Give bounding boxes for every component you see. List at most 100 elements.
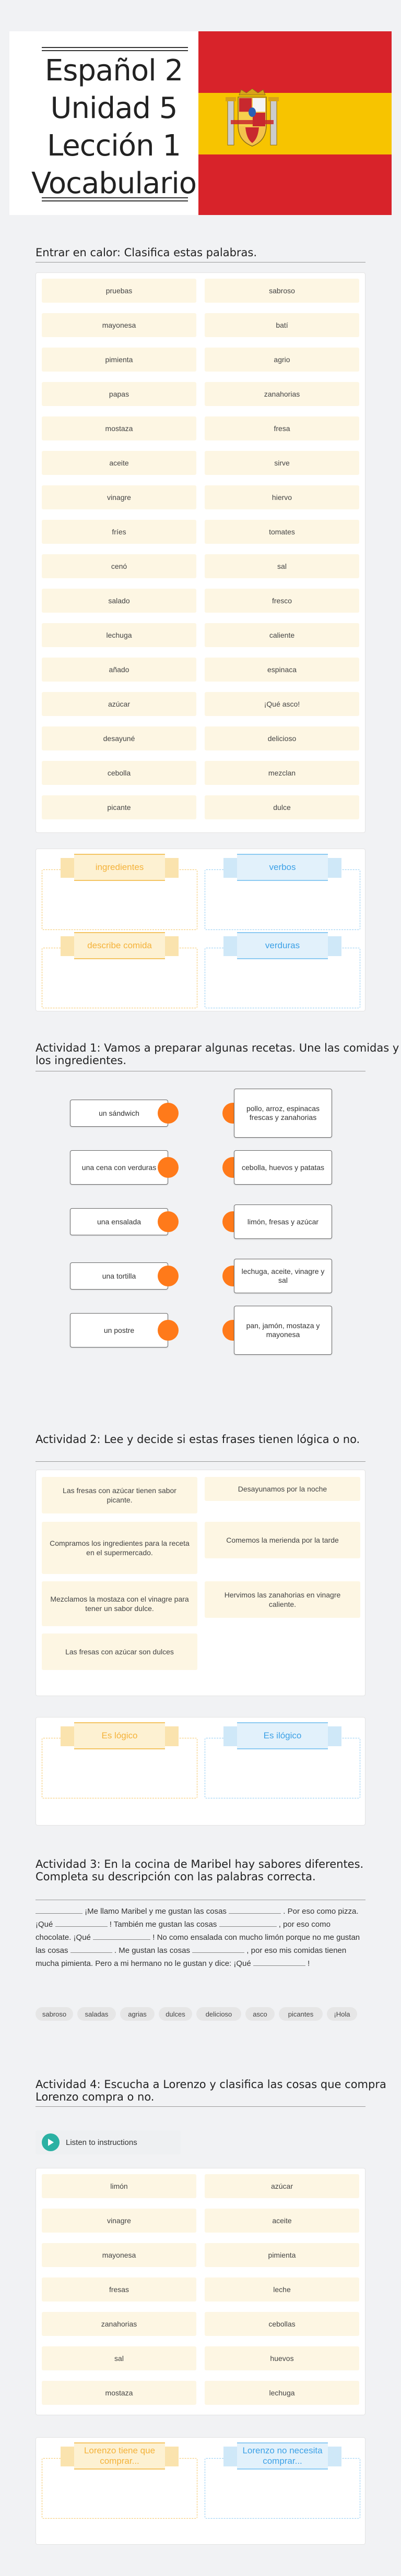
word-chip[interactable]: azúcar — [42, 692, 196, 716]
section-divider — [36, 2106, 365, 2107]
word-chip[interactable]: mostaza — [42, 416, 196, 440]
word-chip[interactable]: pimienta — [42, 348, 196, 372]
match-item-left[interactable]: un postre — [70, 1313, 168, 1347]
listen-label: Listen to instructions — [66, 2138, 137, 2147]
blank-input[interactable] — [70, 1945, 112, 1953]
word-chip[interactable]: desayuné — [42, 726, 196, 750]
title-bottom-rule-2 — [42, 200, 188, 201]
match-item-right[interactable]: lechuga, aceite, vinagre y sal — [234, 1259, 332, 1293]
connector-dot[interactable] — [158, 1103, 179, 1124]
word-option-pill[interactable]: dulces — [159, 2007, 192, 2021]
blank-input[interactable] — [253, 1958, 305, 1966]
word-chip[interactable]: cebollas — [205, 2312, 359, 2336]
word-chip[interactable]: mayonesa — [42, 2243, 196, 2267]
match-item-left[interactable]: un sándwich — [70, 1100, 168, 1127]
blank-input[interactable] — [55, 1919, 108, 1927]
word-chip[interactable]: zanahorias — [42, 2312, 196, 2336]
sentence-chip[interactable]: Las fresas con azúcar tienen sabor pican… — [42, 1477, 197, 1513]
category-label: Es ilógico — [237, 1722, 328, 1749]
word-chip[interactable]: mezclan — [205, 761, 359, 785]
match-item-right[interactable]: cebolla, huevos y patatas — [234, 1150, 332, 1185]
match-item-right[interactable]: pollo, arroz, espinacas frescas y zanaho… — [234, 1089, 332, 1138]
category-label: verduras — [237, 932, 328, 959]
word-chip[interactable]: fríes — [42, 520, 196, 544]
word-chip[interactable]: pruebas — [42, 279, 196, 303]
sentence-chip[interactable]: Comemos la merienda por la tarde — [205, 1522, 360, 1558]
word-chip[interactable]: fresa — [205, 416, 359, 440]
sentence-chip[interactable]: Las fresas con azúcar son dulces — [42, 1633, 197, 1670]
match-item-left[interactable]: una cena con verduras — [70, 1150, 168, 1185]
match-item-right[interactable]: pan, jamón, mostaza y mayonesa — [234, 1306, 332, 1355]
section-title-activity-2: Actividad 2: Lee y decide si estas frase… — [36, 1433, 360, 1446]
word-chip[interactable]: hiervo — [205, 485, 359, 509]
word-chip[interactable]: mayonesa — [42, 313, 196, 337]
word-chip[interactable]: sirve — [205, 451, 359, 475]
blank-input[interactable] — [219, 1919, 277, 1927]
word-option-pill[interactable]: asco — [245, 2007, 275, 2021]
title-card: Español 2 Unidad 5 Lección 1 Vocabulario — [9, 31, 392, 215]
word-chip[interactable]: fresas — [42, 2277, 196, 2301]
blank-input[interactable] — [192, 1945, 245, 1953]
sentence-chip[interactable]: Desayunamos por la noche — [205, 1477, 360, 1501]
section-title-warmup: Entrar en calor: Clasifica estas palabra… — [36, 246, 257, 259]
sentence-chip[interactable]: Hervimos las zanahorias en vinagre calie… — [205, 1581, 360, 1618]
word-option-pill[interactable]: delicioso — [196, 2007, 241, 2021]
word-option-pill[interactable]: agrias — [120, 2007, 155, 2021]
connector-dot[interactable] — [158, 1320, 179, 1341]
word-chip[interactable]: sal — [205, 554, 359, 578]
play-icon[interactable] — [42, 2133, 60, 2151]
word-option-pill[interactable]: sabroso — [36, 2007, 73, 2021]
connector-dot[interactable] — [158, 1266, 179, 1286]
word-chip[interactable]: tomates — [205, 520, 359, 544]
blank-input[interactable] — [36, 1906, 82, 1914]
word-chip[interactable]: sal — [42, 2346, 196, 2370]
connector-dot[interactable] — [158, 1157, 179, 1178]
word-option-pill[interactable]: saladas — [77, 2007, 116, 2021]
word-chip[interactable]: cenó — [42, 554, 196, 578]
page-title: Español 2 Unidad 5 Lección 1 Vocabulario — [31, 54, 197, 200]
word-chip[interactable]: batí — [205, 313, 359, 337]
word-chip[interactable]: sabroso — [205, 279, 359, 303]
connector-dot[interactable] — [158, 1211, 179, 1232]
sentence-chip[interactable]: Mezclamos la mostaza con el vinagre para… — [42, 1581, 197, 1626]
blank-input[interactable] — [93, 1932, 151, 1940]
section-divider — [36, 1461, 365, 1462]
word-chip[interactable]: caliente — [205, 623, 359, 647]
word-chip[interactable]: espinaca — [205, 658, 359, 682]
coat-of-arms-icon — [226, 89, 279, 147]
word-chip[interactable]: aceite — [205, 2209, 359, 2233]
word-chip[interactable]: azúcar — [205, 2174, 359, 2198]
word-option-pill[interactable]: picantes — [279, 2007, 323, 2021]
word-chip[interactable]: delicioso — [205, 726, 359, 750]
listen-instructions-button[interactable]: Listen to instructions — [36, 2130, 181, 2154]
match-item-left[interactable]: una tortilla — [70, 1262, 168, 1290]
word-chip[interactable]: salado — [42, 589, 196, 613]
word-chip[interactable]: leche — [205, 2277, 359, 2301]
word-chip[interactable]: lechuga — [42, 623, 196, 647]
word-chip[interactable]: agrio — [205, 348, 359, 372]
word-chip[interactable]: limón — [42, 2174, 196, 2198]
word-chip[interactable]: cebolla — [42, 761, 196, 785]
word-chip[interactable]: zanahorias — [205, 382, 359, 406]
word-chip[interactable]: lechuga — [205, 2381, 359, 2405]
category-label: Es lógico — [74, 1722, 165, 1749]
fill-in-paragraph: ¡Me llamo Maribel y me gustan las cosas … — [36, 1906, 360, 1968]
word-chip[interactable]: mostaza — [42, 2381, 196, 2405]
word-chip[interactable]: ¡Qué asco! — [205, 692, 359, 716]
blank-input[interactable] — [229, 1906, 281, 1914]
word-chip[interactable]: picante — [42, 795, 196, 819]
word-chip[interactable]: pimienta — [205, 2243, 359, 2267]
word-chip[interactable]: huevos — [205, 2346, 359, 2370]
word-chip[interactable]: vinagre — [42, 485, 196, 509]
word-chip[interactable]: fresco — [205, 589, 359, 613]
word-chip[interactable]: aceite — [42, 451, 196, 475]
word-option-pill[interactable]: ¡Hola — [327, 2007, 357, 2021]
match-item-right[interactable]: limón, fresas y azúcar — [234, 1204, 332, 1239]
category-label: describe comida — [74, 932, 165, 959]
word-chip[interactable]: dulce — [205, 795, 359, 819]
sentence-chip[interactable]: Compramos los ingredientes para la recet… — [42, 1522, 197, 1574]
word-chip[interactable]: papas — [42, 382, 196, 406]
word-chip[interactable]: añado — [42, 658, 196, 682]
match-item-left[interactable]: una ensalada — [70, 1208, 168, 1235]
word-chip[interactable]: vinagre — [42, 2209, 196, 2233]
